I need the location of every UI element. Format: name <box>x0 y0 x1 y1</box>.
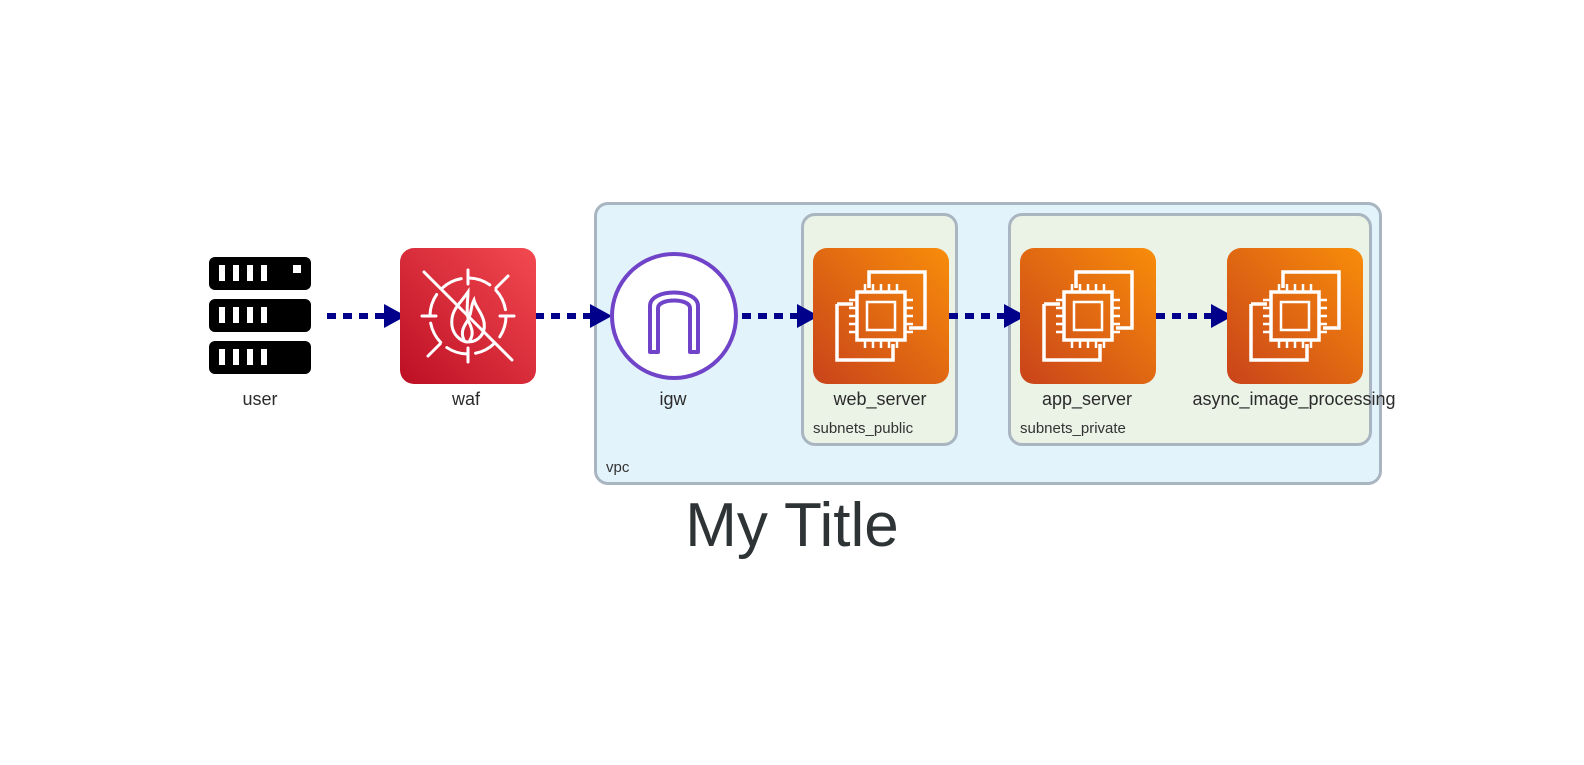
edge-igw-web-server <box>742 304 819 328</box>
subnets-private-cluster-label: subnets_private <box>1020 420 1126 437</box>
waf-icon <box>400 248 536 384</box>
user-node-label: user <box>242 389 278 409</box>
ec2-icon <box>1020 248 1156 384</box>
igw-node-label: igw <box>659 389 687 409</box>
waf-node[interactable] <box>400 248 536 384</box>
internet-gateway-icon <box>610 252 738 380</box>
user-node[interactable] <box>209 255 311 377</box>
diagram-title: My Title <box>685 491 899 560</box>
ec2-icon <box>1227 248 1363 384</box>
async-image-processing-node[interactable] <box>1227 248 1363 384</box>
app-server-node[interactable] <box>1020 248 1156 384</box>
edge-web-server-app-server <box>949 304 1026 328</box>
edge-waf-igw <box>535 304 612 328</box>
edge-app-server-async <box>1156 304 1233 328</box>
app-server-node-label: app_server <box>1041 389 1133 409</box>
web-server-node[interactable] <box>813 248 949 384</box>
edge-user-waf <box>327 304 406 328</box>
ec2-icon <box>813 248 949 384</box>
subnets-public-cluster-label: subnets_public <box>813 420 914 437</box>
async-image-processing-node-label: async_image_processing <box>1192 389 1396 409</box>
web-server-node-label: web_server <box>833 389 927 409</box>
vpc-cluster-label: vpc <box>606 459 630 476</box>
igw-node[interactable] <box>606 248 742 384</box>
waf-node-label: waf <box>451 389 481 409</box>
server-rack-icon <box>209 257 311 374</box>
